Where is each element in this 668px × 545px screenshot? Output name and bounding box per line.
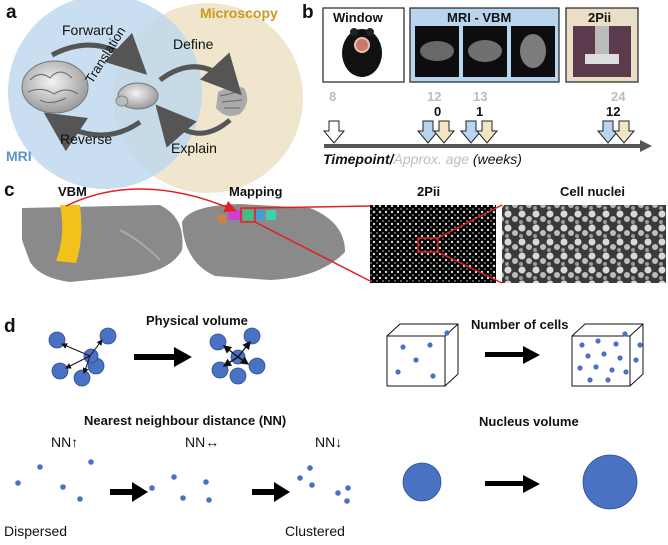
forward-label: Forward <box>62 22 114 38</box>
define-arrow <box>158 52 242 96</box>
timepoint-12: 12 <box>606 104 621 119</box>
axis-timepoint: Timepoint/ <box>323 151 394 167</box>
dispersed-label: Dispersed <box>4 523 68 539</box>
forward-arrow <box>50 32 148 75</box>
nn-equal-label: NN↔ <box>185 434 220 450</box>
physical-volume-arrow <box>134 347 192 367</box>
nn-clustered-dots <box>297 465 351 504</box>
physical-volume-dispersed <box>48 327 117 387</box>
panel-a-letter: a <box>6 2 17 23</box>
reverse-arrow <box>43 112 142 152</box>
human-brain-icon <box>21 60 89 114</box>
twopii-c-label: 2Pii <box>417 184 441 199</box>
vbm-brain-image <box>22 205 183 282</box>
panel-c-letter: c <box>4 180 15 201</box>
cell-nuclei-label: Cell nuclei <box>560 184 626 199</box>
age-12: 12 <box>427 89 442 104</box>
cell-nuclei-image <box>502 205 666 283</box>
define-label: Define <box>173 36 214 52</box>
twopii-label: 2Pii <box>588 10 612 25</box>
mouse-photo <box>342 28 382 77</box>
explain-label: Explain <box>171 140 217 156</box>
window-label: Window <box>333 10 383 25</box>
axis-age: Approx. age <box>393 151 470 167</box>
physical-volume-label: Physical volume <box>146 313 248 328</box>
age-24: 24 <box>611 89 626 104</box>
nucleus-volume-arrow <box>485 475 540 493</box>
panel-d-schematics <box>15 323 644 510</box>
small-nucleus <box>402 462 442 502</box>
timepoint-arrows <box>322 120 636 144</box>
mouse-brain-icon <box>115 82 159 110</box>
age-13: 13 <box>473 89 488 104</box>
vbm-label: VBM <box>58 184 87 199</box>
panel-a-venn <box>8 0 303 193</box>
panel-b-timeline <box>322 7 652 152</box>
nucleus-volume-label: Nucleus volume <box>479 414 579 429</box>
explain-arrow <box>155 104 232 148</box>
mapping-label: Mapping <box>229 184 283 199</box>
number-of-cells-arrow <box>485 346 540 364</box>
panel-c-images <box>22 188 666 284</box>
timepoint-0: 0 <box>434 104 442 119</box>
reverse-label: Reverse <box>60 131 113 147</box>
vbm-to-mapping-arrow <box>65 188 237 213</box>
nn-dispersed-dots <box>15 459 94 502</box>
microscopy-label: Microscopy <box>200 5 278 21</box>
timeline-axis-label: Timepoint/Approx. age (weeks) <box>323 151 522 167</box>
number-of-cells-label: Number of cells <box>471 317 569 332</box>
nn-arrow-2 <box>252 482 290 502</box>
nn-down-label: NN↓ <box>315 434 343 450</box>
twopii-roi <box>417 237 439 253</box>
mri-label: MRI <box>6 148 32 164</box>
panel-b-letter: b <box>302 2 314 23</box>
mri-vbm-label: MRI - VBM <box>447 10 512 25</box>
axis-weeks: (weeks) <box>472 151 522 167</box>
clustered-label: Clustered <box>285 523 345 539</box>
nn-intermediate-dots <box>149 474 212 503</box>
timepoint-1: 1 <box>476 104 484 119</box>
mapping-roi <box>240 207 256 223</box>
cube-many-cells <box>571 323 644 387</box>
nn-up-label: NN↑ <box>51 434 79 450</box>
nn-arrow-1 <box>110 482 148 502</box>
panel-d-letter: d <box>4 316 16 337</box>
nn-title: Nearest neighbour distance (NN) <box>84 413 287 428</box>
large-nucleus <box>582 454 638 510</box>
age-8: 8 <box>329 89 337 104</box>
